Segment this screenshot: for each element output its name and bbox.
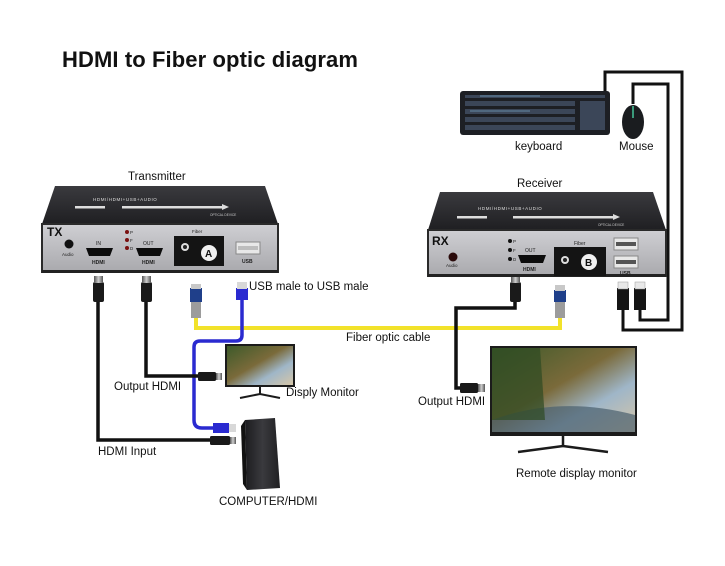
fiber-connector-tx	[190, 284, 202, 318]
display-monitor-icon	[225, 344, 295, 399]
mouse-usb-cable	[631, 82, 670, 322]
rx-led-d: D	[513, 257, 517, 262]
keyboard-usb-cable	[603, 70, 684, 332]
tx-top-print: HDMI/HDMI+USB+AUDIO	[93, 197, 157, 202]
tx-hdmi-in-sublabel: HDMI	[92, 260, 105, 266]
hdmi-connector-computer	[210, 436, 236, 445]
rx-brand-print: OPTICAL DEVICE	[598, 223, 624, 227]
computer-tower-icon	[241, 418, 280, 490]
tx-led-p: P	[130, 230, 133, 235]
rx-fiber-letter: B	[585, 258, 592, 269]
fiber-connector-rx	[554, 285, 566, 318]
usb-cable-label: USB male to USB male	[249, 281, 369, 293]
rx-output-hdmi-cable	[454, 300, 517, 390]
hdmi-connector-rx-out	[510, 276, 521, 302]
tx-hdmi-in-label: IN	[96, 241, 101, 247]
rx-fiber-label: Fiber	[574, 241, 586, 247]
hdmi-input-cable	[96, 300, 212, 442]
rx-hdmi-out-sublabel: HDMI	[523, 267, 536, 273]
transmitter-label: Transmitter	[128, 171, 186, 183]
fiber-cable-label: Fiber optic cable	[346, 332, 431, 344]
hdmi-connector-remote-monitor	[460, 383, 485, 393]
remote-display-monitor-icon	[490, 346, 637, 454]
mouse-usb-plug	[634, 281, 646, 310]
tx-hdmi-out-sublabel: HDMI	[142, 260, 155, 266]
hdmi-input-label: HDMI Input	[98, 446, 157, 458]
usb-connector-computer	[213, 423, 236, 433]
rx-hdmi-out-label: OUT	[525, 248, 536, 254]
keyboard-usb-plug	[617, 281, 629, 310]
computer-label: COMPUTER/HDMI	[219, 496, 318, 508]
hdmi-connector-display-monitor	[198, 372, 222, 381]
receiver-device	[427, 192, 667, 277]
hdmi-connector-tx-in	[93, 276, 104, 302]
rx-top-print: HDMI/HDMI+USB+AUDIO	[478, 206, 542, 211]
rx-output-hdmi-label: Output HDMI	[418, 396, 486, 408]
keyboard-label: keyboard	[515, 141, 563, 153]
display-monitor-label: Disply Monitor	[286, 387, 359, 399]
rx-usb-label: USB	[620, 271, 631, 277]
usb-cable	[192, 300, 244, 430]
tx-fiber-letter: A	[205, 249, 212, 260]
usb-connector-tx	[236, 282, 248, 300]
tx-brand-print: OPTICAL DEVICE	[210, 213, 236, 217]
tx-usb-label: USB	[242, 259, 253, 265]
rx-audio-label: Audio	[446, 263, 458, 268]
tx-badge: TX	[47, 225, 62, 239]
mouse-label: Mouse	[619, 141, 654, 153]
mouse-icon	[622, 105, 644, 139]
hdmi-connector-tx-out	[141, 276, 152, 302]
rx-led-f: F	[513, 248, 516, 253]
keyboard-icon	[460, 91, 610, 135]
tx-fiber-label: Fiber	[192, 229, 203, 234]
rx-led-p: P	[513, 239, 516, 244]
tx-hdmi-out-label: OUT	[143, 241, 154, 247]
receiver-label: Receiver	[517, 178, 563, 190]
rx-badge: RX	[432, 234, 449, 248]
tx-audio-label: Audio	[62, 252, 74, 257]
transmitter-device	[41, 186, 279, 273]
tx-output-hdmi-cable	[144, 300, 200, 378]
tx-led-f: F	[130, 238, 133, 243]
diagram-title: HDMI to Fiber optic diagram	[62, 47, 359, 72]
remote-monitor-label: Remote display monitor	[516, 468, 637, 480]
tx-output-hdmi-label: Output HDMI	[114, 381, 182, 393]
tx-led-d: D	[130, 246, 134, 251]
fiber-optic-cable	[194, 318, 562, 330]
